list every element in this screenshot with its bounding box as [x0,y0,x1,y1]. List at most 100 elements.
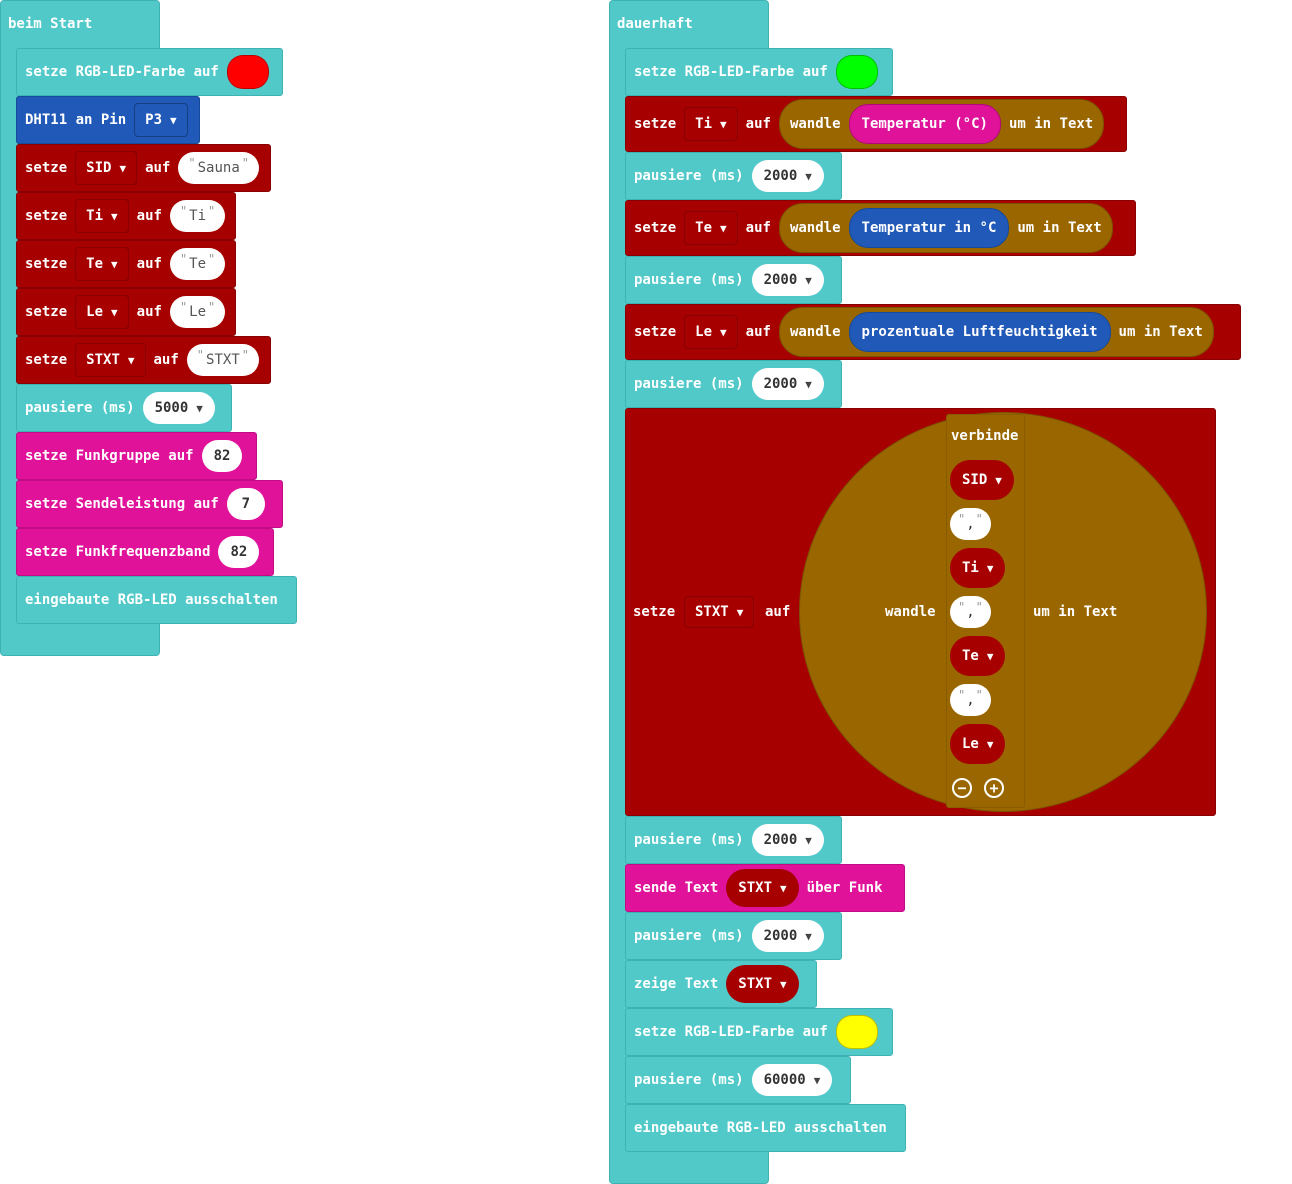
block-label: setze RGB-LED-Farbe auf [25,64,219,80]
sensor-label: Temperatur (°C) [861,116,988,132]
number-input[interactable]: 82 [201,440,243,472]
set-ti-block[interactable]: setze Ti▼ auf wandle Temperatur (°C) um … [625,96,1127,152]
variable-reporter[interactable]: Te▼ [950,636,1006,676]
pause-block[interactable]: pausiere (ms) 2000▼ [625,360,842,408]
quote-open: " [179,300,188,314]
plus-circle-icon[interactable]: + [984,778,1004,798]
pause-duration-dropdown[interactable]: 2000▼ [751,160,824,192]
variable-reporter[interactable]: Ti▼ [950,548,1006,588]
string-input[interactable]: "," [950,684,991,716]
variable-dropdown-stxt[interactable]: STXT▼ [684,596,755,628]
rgb-led-off-block[interactable]: eingebaute RGB-LED ausschalten [16,576,297,624]
minus-circle-icon[interactable]: − [952,778,972,798]
auf-label: auf [765,604,791,620]
temperature-celsius-sensor[interactable]: Temperatur (°C) [848,104,1001,144]
pause-block[interactable]: pausiere (ms) 60000▼ [625,1056,851,1104]
pause-block[interactable]: pausiere (ms) 2000▼ [625,816,842,864]
pause-label: pausiere (ms) [634,928,744,944]
pause-duration-dropdown[interactable]: 2000▼ [751,824,824,856]
setze-label: setze [634,116,677,132]
pause-duration-dropdown[interactable]: 5000▼ [142,392,215,424]
chevron-down-icon: ▼ [720,221,727,235]
variable-dropdown[interactable]: Le▼ [75,295,129,329]
pause-block[interactable]: pausiere (ms) 2000▼ [625,152,842,200]
chevron-down-icon: ▼ [780,881,787,895]
color-picker[interactable] [226,55,269,89]
variable-stxt-reporter[interactable]: STXT▼ [726,869,799,907]
quote-close: " [975,512,983,526]
variable-dropdown-ti[interactable]: Ti▼ [684,107,738,141]
rgb-led-off-block[interactable]: eingebaute RGB-LED ausschalten [625,1104,906,1152]
set-rgb-color-block[interactable]: setze RGB-LED-Farbe auf [16,48,283,96]
block-label: setze [25,352,68,368]
pause-block[interactable]: pausiere (ms) 2000▼ [625,256,842,304]
string-input[interactable]: "STXT" [186,344,259,376]
set-rgb-color-yellow-block[interactable]: setze RGB-LED-Farbe auf [625,1008,893,1056]
pause-duration-dropdown[interactable]: 60000▼ [751,1064,833,1096]
var-name: Te [86,256,104,272]
block-label: setze [25,160,68,176]
pause-block[interactable]: pausiere (ms) 2000▼ [625,912,842,960]
pause-duration-dropdown[interactable]: 2000▼ [751,920,824,952]
um-in-text-label: um in Text [1017,220,1102,236]
wandle-label: wandle [789,324,841,340]
number-value: 7 [241,496,251,512]
variable-dropdown-te[interactable]: Te▼ [684,211,738,245]
color-picker[interactable] [835,1015,878,1049]
string-input[interactable]: "," [950,596,991,628]
convert-to-text-block[interactable]: wandle Temperatur (°C) um in Text [778,99,1105,149]
pause-duration-dropdown[interactable]: 2000▼ [751,264,824,296]
var-name: STXT [86,352,120,368]
string-input[interactable]: "Le" [169,296,226,328]
string-value: Te [189,256,207,272]
auf-label: auf [145,160,171,176]
variable-dropdown[interactable]: Ti▼ [75,199,129,233]
variable-dropdown[interactable]: STXT ▼ [75,343,146,377]
variable-dropdown-le[interactable]: Le▼ [684,315,738,349]
convert-to-text-block[interactable]: wandle prozentuale Luftfeuchtigkeit um i… [778,307,1214,357]
string-input[interactable]: "Sauna" [178,152,259,184]
string-value: , [966,516,975,532]
string-input[interactable]: "Te" [169,248,226,280]
humidity-sensor[interactable]: prozentuale Luftfeuchtigkeit [848,312,1111,352]
block-label: pausiere (ms) [25,400,135,416]
number-input[interactable]: 7 [226,488,265,520]
convert-to-text-block[interactable]: wandle Temperatur in °C um in Text [778,203,1113,253]
variable-dropdown[interactable]: Te▼ [75,247,129,281]
quote-close: " [208,204,216,218]
string-input[interactable]: "Ti" [169,200,226,232]
set-te-block[interactable]: setze Te▼ auf wandle Temperatur in °C um… [625,200,1136,256]
show-string-block[interactable]: zeige Text STXT▼ [625,960,817,1008]
variable-reporter[interactable]: SID▼ [950,460,1014,500]
var-name: Le [86,304,104,320]
pause-value: 2000 [763,376,798,392]
set-le-block[interactable]: setze Le▼ auf wandle prozentuale Luftfeu… [625,304,1241,360]
radio-send-string-block[interactable]: sende Text STXT▼ über Funk [625,864,905,912]
set-rgb-color-green-block[interactable]: setze RGB-LED-Farbe auf [625,48,893,96]
number-input[interactable]: 82 [218,536,260,568]
var-name: Le [695,324,713,340]
temperature-sensor[interactable]: Temperatur in °C [848,208,1010,248]
set-variable-block[interactable]: setze SID▼ auf "Sauna" [16,144,271,192]
variable-dropdown[interactable]: SID▼ [75,151,138,185]
string-input[interactable]: "," [950,508,991,540]
pause-duration-dropdown[interactable]: 2000▼ [751,368,824,400]
variable-reporter[interactable]: Le▼ [950,724,1006,764]
pin-dropdown[interactable]: P3▼ [134,103,188,137]
pause-block[interactable]: pausiere (ms) 5000▼ [16,384,232,432]
color-picker[interactable] [835,55,878,89]
string-value: Sauna [197,160,240,176]
var-name: Le [962,736,979,752]
var-name: Ti [86,208,104,224]
chevron-down-icon: ▼ [127,353,135,367]
variable-stxt-reporter[interactable]: STXT▼ [726,965,799,1003]
forever-label: dauerhaft [617,16,693,32]
